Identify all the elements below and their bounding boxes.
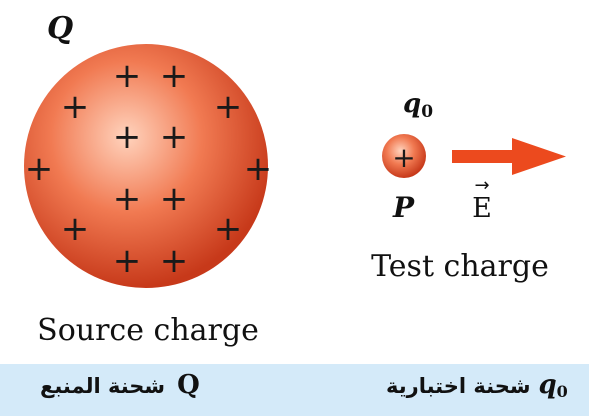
source-plus-sign: + [160, 56, 189, 96]
caption-source-symbol: Q [177, 370, 200, 400]
point-label: P [392, 191, 415, 224]
field-vector-arrow: → [474, 175, 489, 196]
source-plus-sign: + [160, 117, 189, 157]
source-charge-label: Source charge [37, 313, 259, 348]
source-plus-signs: ++++++++++++++ [25, 56, 273, 281]
test-charge-symbol: q0 [403, 89, 433, 122]
caption-source-text: شحنة المنبع [40, 374, 166, 398]
source-plus-sign: + [160, 179, 189, 219]
field-label: E [472, 193, 492, 224]
source-plus-sign: + [113, 117, 142, 157]
source-plus-sign: + [25, 149, 54, 189]
test-charge-label: Test charge [371, 249, 549, 284]
field-arrow [452, 138, 566, 175]
source-plus-sign: + [113, 179, 142, 219]
source-plus-sign: + [61, 209, 90, 249]
test-charge-plus-sign: + [392, 141, 415, 174]
source-plus-sign: + [113, 56, 142, 96]
source-charge-symbol: Q [47, 11, 73, 46]
test-charge-sphere [382, 134, 426, 178]
source-charge-sphere [24, 44, 268, 288]
electric-field-diagram: Q ++++++++++++++ Source charge q0 + P → … [24, 11, 566, 348]
caption-test-charge: شحنة اختبارية q0 [386, 370, 568, 401]
caption-source-charge: شحنة المنبع Q [40, 370, 200, 400]
source-plus-sign: + [113, 241, 142, 281]
source-plus-sign: + [160, 241, 189, 281]
source-plus-sign: + [214, 87, 243, 127]
caption-test-symbol: q0 [538, 370, 568, 401]
source-plus-sign: + [214, 209, 243, 249]
source-plus-sign: + [61, 87, 90, 127]
caption-test-text: شحنة اختبارية [386, 374, 531, 398]
caption-bar: شحنة اختبارية q0 شحنة المنبع Q [0, 364, 589, 416]
source-plus-sign: + [244, 149, 273, 189]
